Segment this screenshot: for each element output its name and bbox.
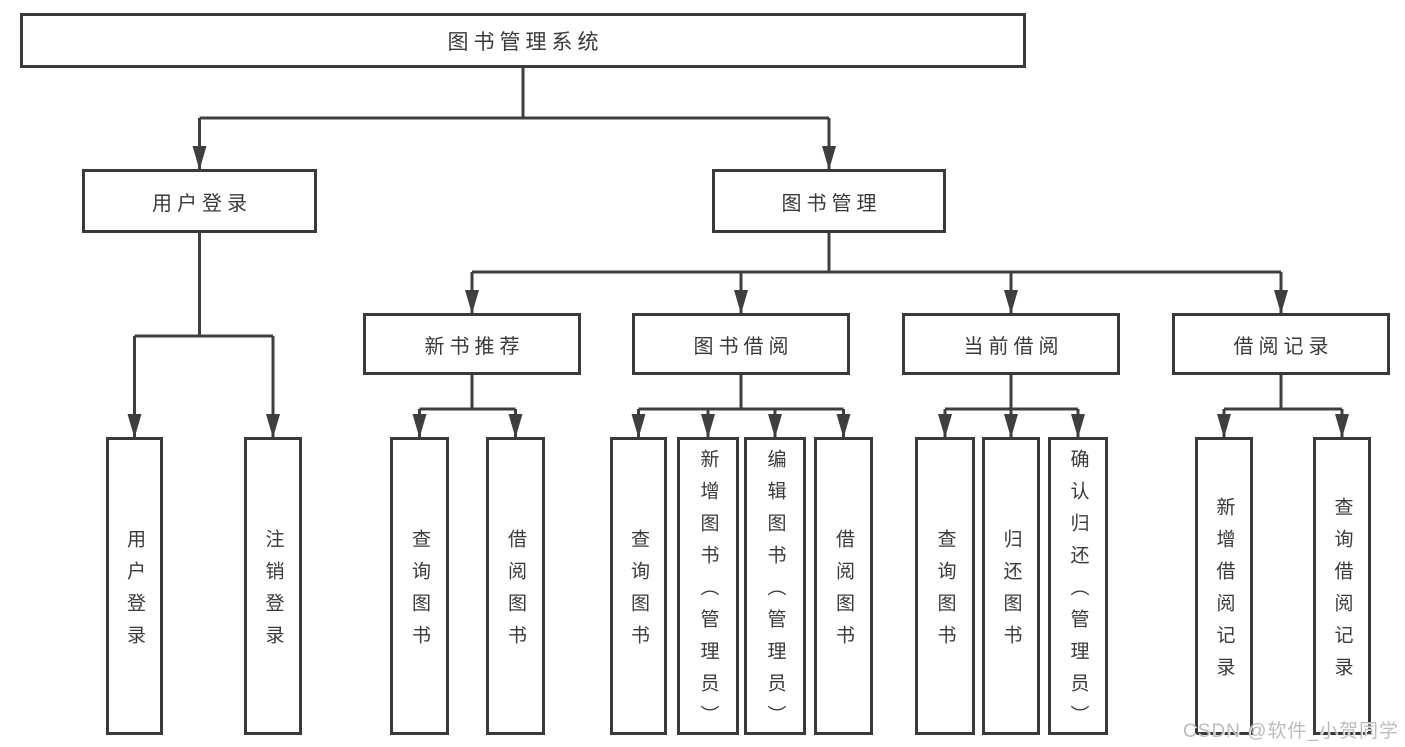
leaf-add-borrow-record: 新增借阅记录 xyxy=(1195,437,1253,735)
leaf-borrow-query-books-label: 查询图书 xyxy=(628,528,649,657)
edge-new-book-trunk xyxy=(419,375,516,411)
leaf-current-query-books: 查询图书 xyxy=(915,437,975,735)
leaf-logout-label: 注销登录 xyxy=(262,528,284,657)
leaf-user-login-label: 用户登录 xyxy=(124,528,145,657)
leaf-edit-books-admin: 编辑图书（管理员） xyxy=(744,437,806,737)
leaf-current-query-books-label: 查询图书 xyxy=(934,528,956,657)
leaf-borrow-query-books: 查询图书 xyxy=(610,437,667,735)
node-user-login-module-label: 用户登录 xyxy=(152,192,252,215)
leaf-edit-books-admin-label: 编辑图书（管理员） xyxy=(764,448,786,737)
edge-borrow-record-trunk xyxy=(1224,375,1342,411)
node-user-login-module: 用户登录 xyxy=(82,169,317,233)
edge-user-login-trunk xyxy=(134,233,273,338)
leaf-confirm-return-admin: 确认归还（管理员） xyxy=(1048,437,1108,737)
node-book-borrow: 图书借阅 xyxy=(632,313,850,375)
leaf-return-books: 归还图书 xyxy=(982,437,1040,735)
leaf-add-books-admin-label: 新增图书（管理员） xyxy=(697,448,719,737)
leaf-newbook-query-books-label: 查询图书 xyxy=(409,528,430,657)
node-new-book-recommend: 新书推荐 xyxy=(363,313,581,375)
node-borrow-record: 借阅记录 xyxy=(1172,313,1390,375)
leaf-query-borrow-record-label: 查询借阅记录 xyxy=(1331,496,1353,689)
node-book-management: 图书管理 xyxy=(712,169,946,233)
leaf-newbook-borrow-books: 借阅图书 xyxy=(486,437,545,735)
node-book-borrow-label: 图书借阅 xyxy=(693,335,794,358)
node-borrow-record-label: 借阅记录 xyxy=(1233,335,1334,358)
node-book-management-label: 图书管理 xyxy=(781,192,882,215)
leaf-borrow-books: 借阅图书 xyxy=(814,437,873,735)
watermark: CSDN @软件_小贺同学 xyxy=(1183,721,1399,742)
leaf-add-books-admin: 新增图书（管理员） xyxy=(677,437,739,737)
node-current-borrow: 当前借阅 xyxy=(902,313,1120,375)
leaf-borrow-books-label: 借阅图书 xyxy=(833,528,854,657)
leaf-return-books-label: 归还图书 xyxy=(1000,528,1022,657)
leaf-newbook-query-books: 查询图书 xyxy=(390,437,449,735)
leaf-user-login: 用户登录 xyxy=(106,437,163,735)
leaf-query-borrow-record: 查询借阅记录 xyxy=(1313,437,1371,735)
node-root-label: 图书管理系统 xyxy=(447,30,604,54)
leaf-logout: 注销登录 xyxy=(244,437,302,735)
edge-book-mgmt-trunk xyxy=(472,233,1281,274)
leaf-confirm-return-admin-label: 确认归还（管理员） xyxy=(1067,448,1089,737)
node-root: 图书管理系统 xyxy=(20,13,1026,68)
edge-current-borrow-trunk xyxy=(945,375,1078,411)
node-current-borrow-label: 当前借阅 xyxy=(963,335,1064,358)
node-new-book-recommend-label: 新书推荐 xyxy=(424,335,525,358)
edge-root-trunk xyxy=(199,68,829,120)
edge-book-borrow-trunk xyxy=(638,375,844,411)
leaf-newbook-borrow-books-label: 借阅图书 xyxy=(505,528,526,657)
leaf-add-borrow-record-label: 新增借阅记录 xyxy=(1213,496,1235,689)
